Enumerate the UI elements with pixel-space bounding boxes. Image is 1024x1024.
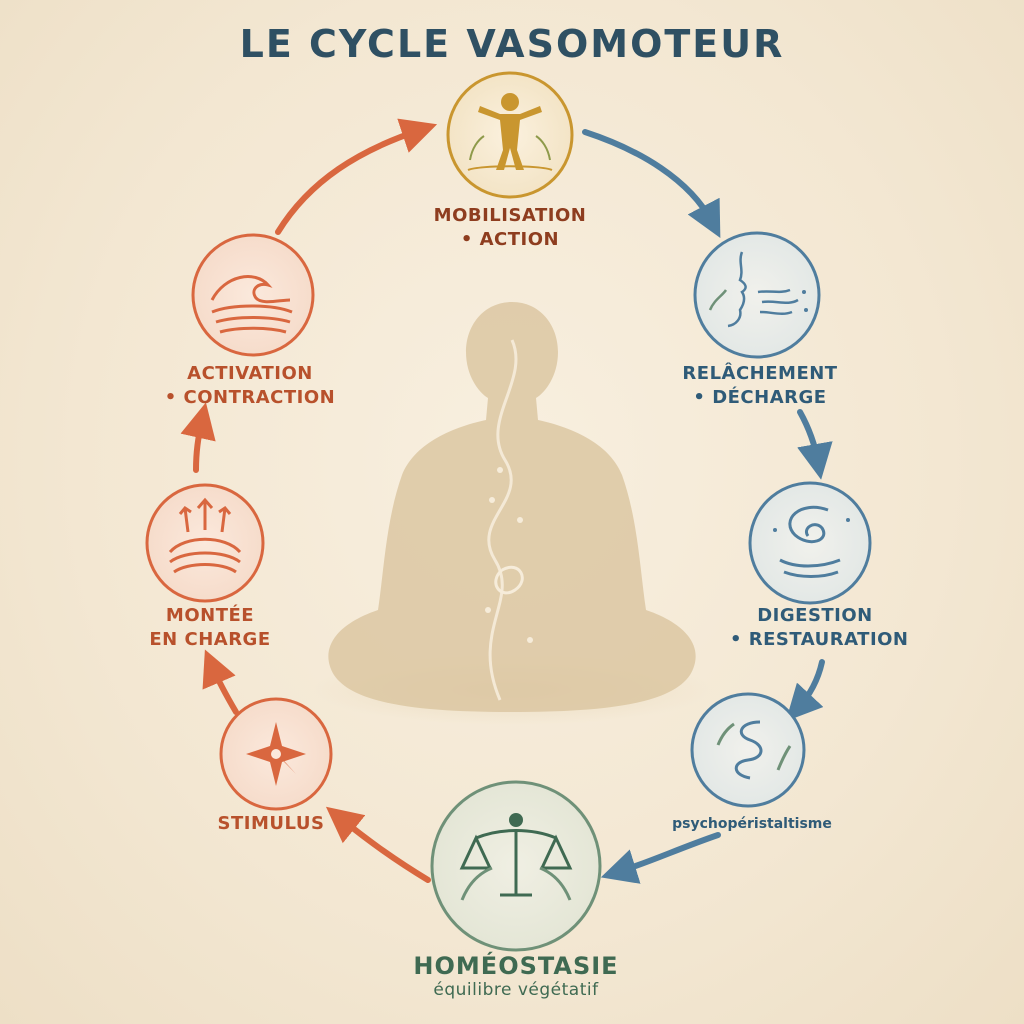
label-stimulus: STIMULUS — [206, 812, 336, 836]
label-montee-line1: MONTÉE — [165, 605, 255, 626]
arrow-relachement-to-digestion — [797, 409, 833, 480]
node-stimulus — [219, 697, 333, 811]
label-homeostasie-line2: équilibre végétatif — [433, 980, 599, 1000]
label-relachement-line2: • DÉCHARGE — [693, 387, 827, 408]
face-exhale-icon — [708, 251, 808, 328]
label-stimulus-line1: STIMULUS — [217, 813, 325, 834]
cycle-arrows — [180, 118, 833, 884]
standing-figure-icon — [467, 93, 553, 171]
arrow-homeostasie-to-stimulus — [325, 806, 431, 883]
node-digestion — [748, 481, 872, 605]
arrow-stimulus-to-montee — [202, 649, 239, 715]
node-psycho — [690, 692, 806, 808]
balance-scale-icon — [459, 813, 573, 901]
diagram-title: LE CYCLE VASOMOTEUR — [239, 22, 785, 66]
label-activation: ACTIVATION • CONTRACTION — [160, 362, 340, 410]
node-homeostasie — [430, 780, 602, 952]
label-montee-line2: EN CHARGE — [149, 629, 271, 650]
label-mobilisation: MOBILISATION • ACTION — [410, 204, 610, 252]
arrow-psycho-to-homeostasie — [600, 832, 721, 884]
rising-waves-icon — [168, 497, 242, 574]
meditating-figure-icon — [312, 302, 712, 725]
label-homeostasie-line1: HOMÉOSTASIE — [413, 952, 619, 980]
label-digestion-line2: • RESTAURATION — [730, 629, 909, 650]
arrow-activation-to-mobilisation — [275, 118, 438, 235]
label-montee: MONTÉE EN CHARGE — [140, 604, 280, 652]
node-mobilisation — [446, 71, 574, 199]
water-swirl-icon — [773, 505, 850, 578]
label-digestion-line1: DIGESTION — [757, 605, 873, 626]
node-relachement — [693, 231, 821, 359]
label-mobilisation-line2: • ACTION — [460, 229, 560, 250]
label-psycho: psychopéristaltisme — [672, 812, 832, 836]
node-activation — [191, 233, 315, 357]
label-activation-line1: ACTIVATION — [187, 363, 313, 384]
label-mobilisation-line1: MOBILISATION — [433, 205, 587, 226]
label-activation-line2: • CONTRACTION — [164, 387, 336, 408]
label-relachement: RELÂCHEMENT • DÉCHARGE — [670, 362, 850, 410]
label-homeostasie: HOMÉOSTASIE équilibre végétatif — [386, 954, 646, 1002]
arrow-digestion-to-psycho — [785, 659, 825, 722]
arrow-montee-to-activation — [180, 402, 216, 473]
intestine-wave-icon — [716, 720, 792, 780]
arrow-mobilisation-to-relachement — [582, 129, 721, 238]
label-digestion: DIGESTION • RESTAURATION — [730, 604, 909, 652]
label-relachement-line1: RELÂCHEMENT — [682, 363, 838, 384]
wave-icon — [210, 275, 293, 334]
label-psycho-line1: psychopéristaltisme — [672, 816, 832, 832]
node-montee — [145, 483, 265, 603]
starburst-icon — [246, 722, 306, 786]
